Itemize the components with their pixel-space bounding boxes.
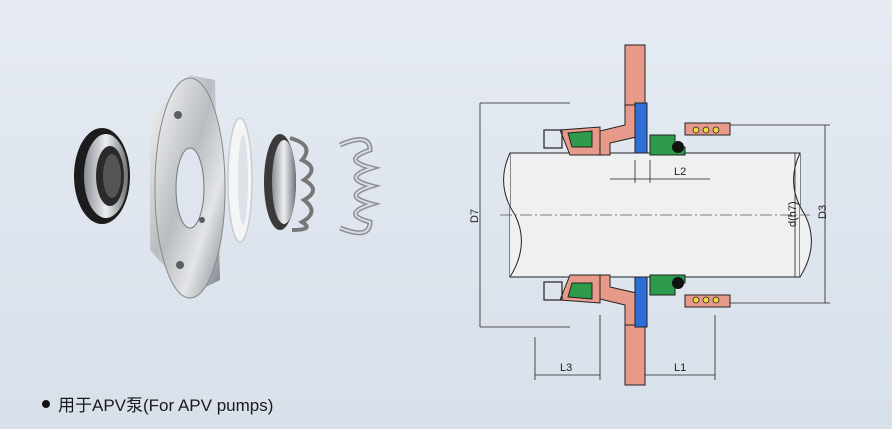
bullet-icon bbox=[42, 399, 50, 408]
gland-lower bbox=[543, 274, 731, 386]
seal-head-part bbox=[74, 128, 130, 224]
coil-spring-part bbox=[339, 137, 382, 236]
gland-upper bbox=[543, 44, 731, 156]
caption-text: 用于APV泵(For APV pumps) bbox=[58, 396, 274, 415]
spring-seal-part bbox=[264, 134, 315, 232]
dim-label-d7: D7 bbox=[469, 209, 481, 223]
seal-exploded-photo bbox=[74, 75, 382, 299]
dimension-lines bbox=[479, 102, 830, 380]
dim-label-d3: D3 bbox=[817, 205, 829, 219]
caption: 用于APV泵(For APV pumps) bbox=[42, 391, 273, 416]
seal-section-drawing: D7 D3 d(h7) L3 L1 L2 bbox=[469, 44, 830, 386]
dim-label-l1: L1 bbox=[674, 362, 686, 374]
gland-flange-part bbox=[150, 75, 226, 299]
shaft bbox=[500, 152, 812, 278]
dim-label-l3: L3 bbox=[560, 362, 572, 374]
seat-ring-part bbox=[227, 117, 253, 243]
dim-label-l2: L2 bbox=[674, 166, 686, 178]
dim-label-dh7: d(h7) bbox=[787, 201, 799, 227]
